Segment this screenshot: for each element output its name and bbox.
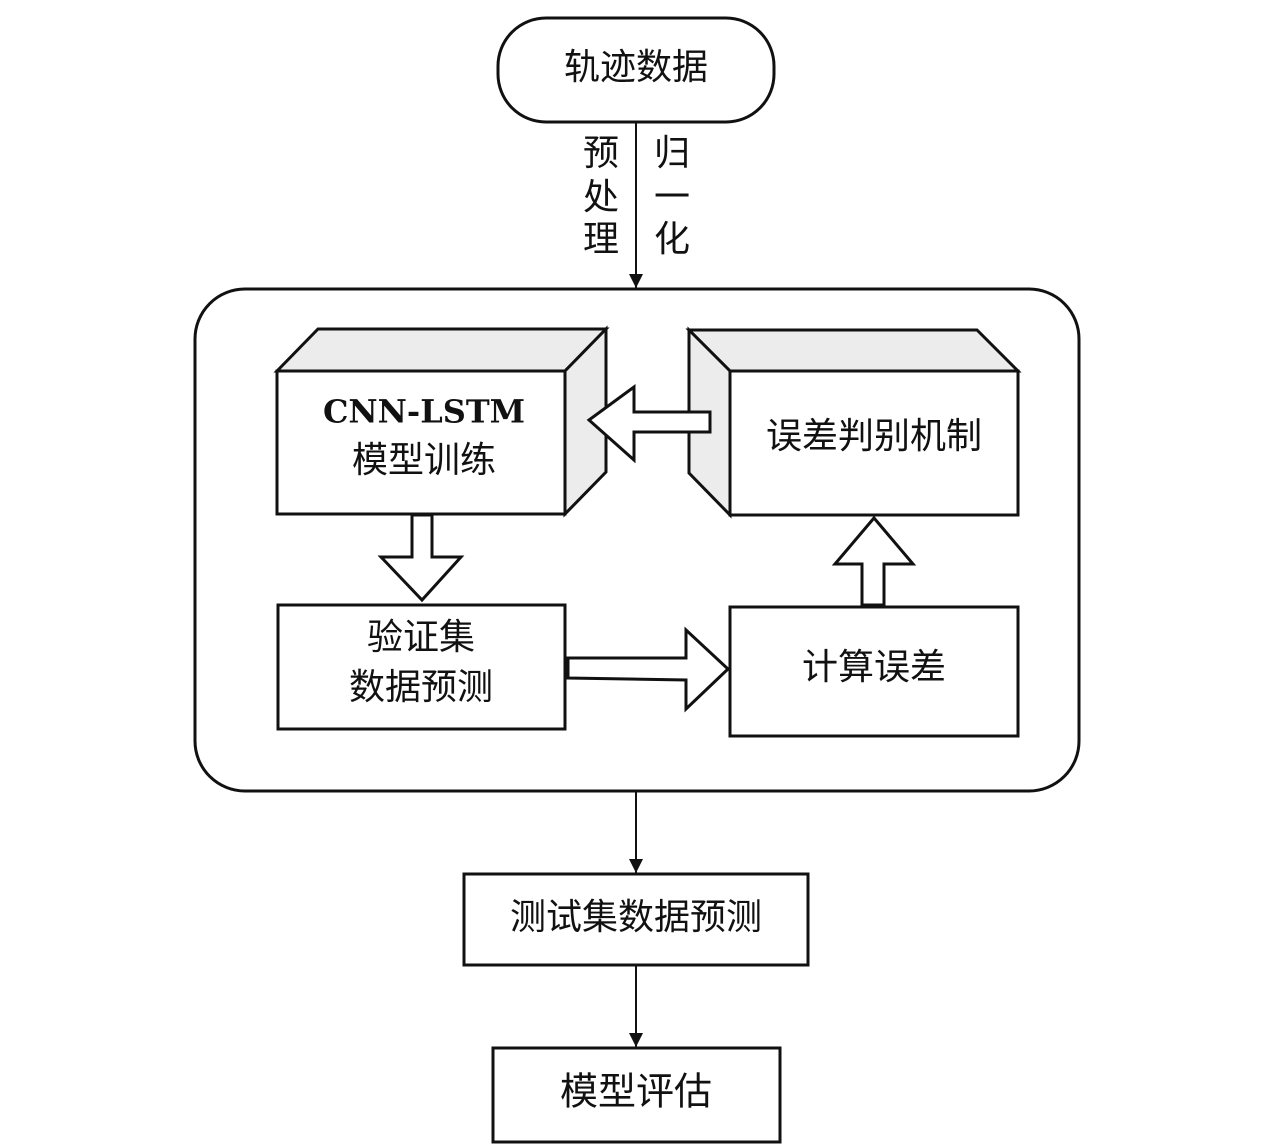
edge-label-normalize: 归 一 化 <box>654 133 690 260</box>
edge-label-normalize-char-1: 归 <box>654 133 690 174</box>
train-node-label-line1: CNN-LSTM <box>323 393 525 431</box>
edge-label-preprocess-char-2: 处 <box>583 177 619 218</box>
evaluate-label: 模型评估 <box>560 1070 712 1114</box>
error-mechanism-label: 误差判别机制 <box>766 416 982 457</box>
evaluate-node: 模型评估 <box>491 1046 782 1144</box>
train-node-top-face <box>273 327 610 373</box>
validation-node: 验证集 数据预测 <box>276 603 567 731</box>
arrow-train-to-validation <box>377 513 465 603</box>
validation-label-line2: 数据预测 <box>349 667 493 708</box>
test-predict-node: 测试集数据预测 <box>462 872 810 967</box>
edge-label-normalize-char-3: 化 <box>654 219 690 260</box>
input-node: 轨迹数据 <box>496 16 776 124</box>
edge-label-normalize-char-2: 一 <box>654 177 690 218</box>
edge-label-preprocess-char-3: 理 <box>583 219 619 260</box>
error-mechanism-node: 误差判别机制 <box>685 326 1022 519</box>
compute-error-node: 计算误差 <box>728 605 1020 738</box>
compute-error-label: 计算误差 <box>802 647 946 688</box>
input-label: 轨迹数据 <box>564 47 708 88</box>
arrow-error-to-train <box>586 384 712 464</box>
arrow-validation-to-compute <box>566 626 731 713</box>
edge-label-preprocess: 预 处 理 <box>583 133 619 260</box>
train-node: CNN-LSTM 模型训练 <box>273 325 610 518</box>
train-node-label-line2: 模型训练 <box>352 440 496 481</box>
arrow-compute-to-error <box>831 515 917 607</box>
test-predict-label: 测试集数据预测 <box>510 897 762 938</box>
validation-label-line1: 验证集 <box>367 617 475 658</box>
error-mechanism-front-face <box>728 369 1020 517</box>
error-mechanism-top-face <box>685 328 1022 373</box>
edge-label-preprocess-char-1: 预 <box>583 133 619 174</box>
